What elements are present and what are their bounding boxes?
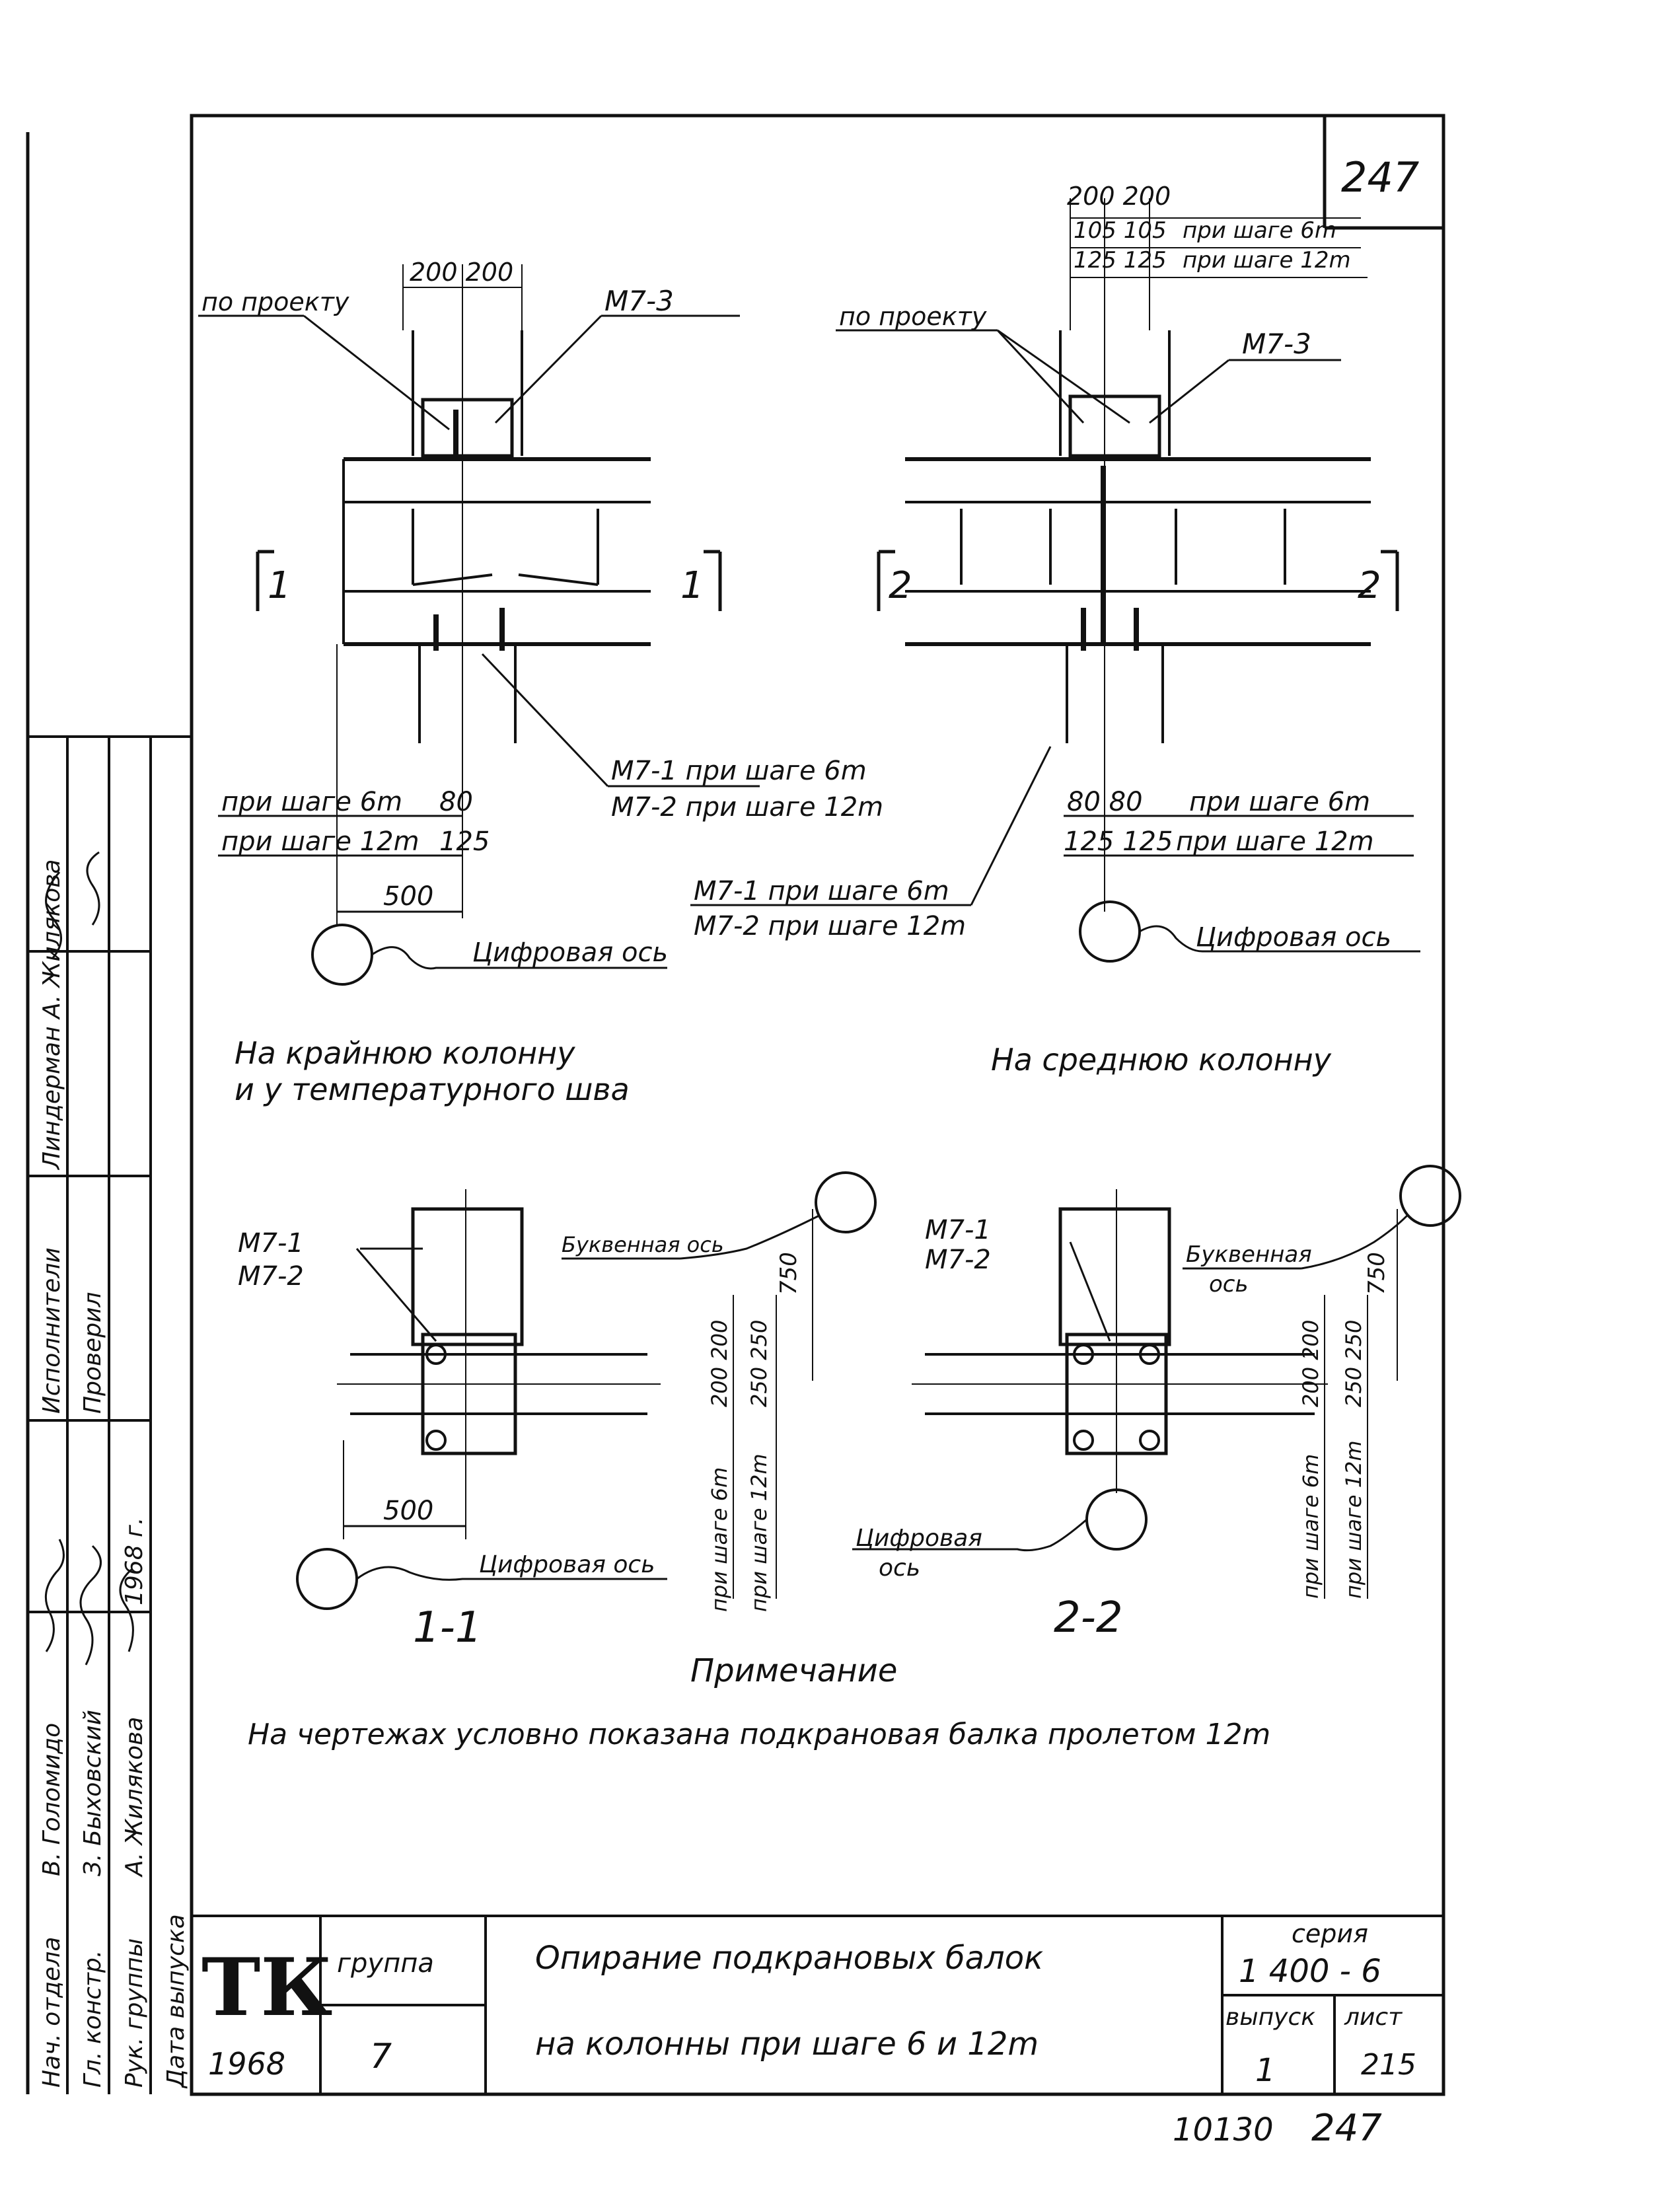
right-detail: 200 200 105 105 при шаге 6m 125 125 при … xyxy=(690,182,1420,1078)
right-step12: при шаге 12m xyxy=(1176,826,1374,857)
s1-step12: при шаге 12m xyxy=(747,1453,772,1612)
s2-dim-750: 750 xyxy=(1364,1252,1390,1295)
right-dims-105-note: при шаге 6m xyxy=(1183,217,1336,244)
s1-dim-750: 750 xyxy=(776,1252,802,1295)
s1-step6: при шаге 6m xyxy=(707,1467,732,1612)
signature-table: Нач. отдела В. Голомидо Гл. констр. З. Б… xyxy=(28,735,192,2094)
s2-step12-dims: 250 250 xyxy=(1341,1320,1366,1407)
s1-axis-label: Цифровая ось xyxy=(479,1551,655,1578)
sheet-frame xyxy=(26,114,1445,2096)
left-step12-value: 125 xyxy=(439,826,490,857)
s1-title: 1-1 xyxy=(413,1603,482,1652)
left-label-m73: М7-3 xyxy=(604,285,674,317)
s2-step6-dims: 200 200 xyxy=(1298,1320,1323,1407)
group-value: 7 xyxy=(370,2037,392,2076)
right-axis-label: Цифровая ось xyxy=(1196,922,1391,953)
group-label: группа xyxy=(337,1948,434,1979)
note-text: На чертежах условно показана подкрановая… xyxy=(248,1718,1270,1751)
right-label-po-proektu: по проекту xyxy=(839,302,987,331)
right-label-m72: М7-2 при шаге 12m xyxy=(694,911,966,941)
s1-step12-dims: 250 250 xyxy=(747,1320,772,1407)
right-dims-105: 105 105 xyxy=(1074,217,1167,244)
sig-name-2: З. Быховский xyxy=(79,1710,106,1876)
left-step6: при шаге 6m xyxy=(221,787,402,817)
left-section-mark-right: 1 xyxy=(680,564,704,607)
sig-executor-names: Линдерман А. Жилякова xyxy=(38,860,65,1171)
sig-year: 1968 г. xyxy=(121,1518,148,1605)
left-dim-500: 500 xyxy=(383,881,433,912)
s1-dim-500: 500 xyxy=(383,1496,433,1526)
sig-name-3: А. Жиляковa xyxy=(121,1717,148,1878)
left-step12: при шаге 12m xyxy=(221,826,420,857)
issue-label: выпуск xyxy=(1225,2004,1315,2031)
left-axis-label: Цифровая ось xyxy=(472,937,668,968)
sig-checked: Проверил xyxy=(79,1292,106,1414)
s1-step6-dims: 200 200 xyxy=(707,1320,732,1407)
left-section-mark-left: 1 xyxy=(268,564,291,607)
left-label-po-proektu: по проекту xyxy=(201,287,349,316)
s2-label-m71: М7-1 xyxy=(925,1215,991,1245)
right-dims-125-note: при шаге 12m xyxy=(1183,247,1351,274)
s2-step12: при шаге 12m xyxy=(1341,1440,1366,1599)
right-label-m71: М7-1 при шаге 6m xyxy=(694,876,949,906)
issue-value: 1 xyxy=(1255,2052,1276,2089)
right-section-mark-left: 2 xyxy=(889,564,912,607)
s2-title: 2-2 xyxy=(1054,1593,1123,1642)
sig-role-3: Рук. группы xyxy=(121,1938,148,2088)
left-dims-top: 200 200 xyxy=(410,258,513,287)
left-step6-value: 80 xyxy=(439,787,473,817)
right-label-m73: М7-3 xyxy=(1242,328,1311,360)
tk-logo: ТК xyxy=(201,1941,332,2034)
title-year: 1968 xyxy=(208,2046,285,2082)
bottom-code: 10130 xyxy=(1173,2111,1274,2148)
s2-axis-label-2: ось xyxy=(879,1555,920,1582)
section-2-2: М7-1 М7-2 Буквенная ось 750 Цифровая ось… xyxy=(852,1165,1461,1642)
page-number: 247 xyxy=(1341,153,1419,201)
left-caption-line1: На крайнюю колонну xyxy=(235,1035,575,1071)
sig-executors: Исполнители xyxy=(38,1247,65,1414)
right-caption: На среднюю колонну xyxy=(991,1042,1332,1078)
right-dims-125: 125 125 xyxy=(1074,247,1167,274)
right-step12-values: 125 125 xyxy=(1064,826,1173,857)
s2-letter-axis-1: Буквенная xyxy=(1186,1241,1312,1268)
right-section-mark-right: 2 xyxy=(1358,564,1381,607)
sig-role-4: Дата выпуска xyxy=(163,1914,190,2089)
sig-role-1: Нач. отдела xyxy=(38,1937,65,2088)
s1-label-m71: М7-1 xyxy=(238,1228,304,1259)
drawing-title-line1: Опирание подкрановых балок xyxy=(535,1940,1043,1977)
bottom-page: 247 xyxy=(1311,2107,1382,2150)
left-detail: 200 200 по проекту М7-3 1 1 М7-1 при шаг… xyxy=(198,258,883,1107)
section-1-1: М7-1 М7-2 Буквенная ось 750 500 Цифровая… xyxy=(238,1171,877,1652)
sig-role-2: Гл. констр. xyxy=(79,1950,106,2088)
signature-scribbles xyxy=(44,851,134,1665)
s2-letter-axis-2: ось xyxy=(1209,1271,1249,1298)
title-block: ТК 1968 группа 7 Опирание подкрановых ба… xyxy=(192,1915,1443,2094)
s2-label-m72: М7-2 xyxy=(925,1245,991,1275)
drawing-title-line2: на колонны при шаге 6 и 12m xyxy=(535,2026,1039,2063)
left-label-m72: М7-2 при шаге 12m xyxy=(611,792,883,823)
sig-name-1: В. Голомидо xyxy=(38,1723,65,1876)
s1-label-m72: М7-2 xyxy=(238,1261,304,1292)
series-label: серия xyxy=(1292,1919,1368,1948)
series-value: 1 400 - 6 xyxy=(1239,1953,1381,1990)
left-label-m71: М7-1 при шаге 6m xyxy=(611,756,867,786)
right-dims-top: 200 200 xyxy=(1067,182,1171,211)
s2-axis-label-1: Цифровая xyxy=(856,1525,982,1552)
right-step6-values: 80 80 xyxy=(1067,787,1143,817)
s2-step6: при шаге 6m xyxy=(1298,1454,1323,1599)
sheet-value: 215 xyxy=(1361,2048,1416,2082)
left-caption-line2: и у температурного шва xyxy=(235,1072,630,1107)
note-heading: Примечание xyxy=(690,1652,897,1689)
s1-letter-axis: Буквенная ось xyxy=(562,1232,724,1257)
right-step6: при шаге 6m xyxy=(1189,787,1370,817)
sheet-label: лист xyxy=(1344,2004,1403,2031)
